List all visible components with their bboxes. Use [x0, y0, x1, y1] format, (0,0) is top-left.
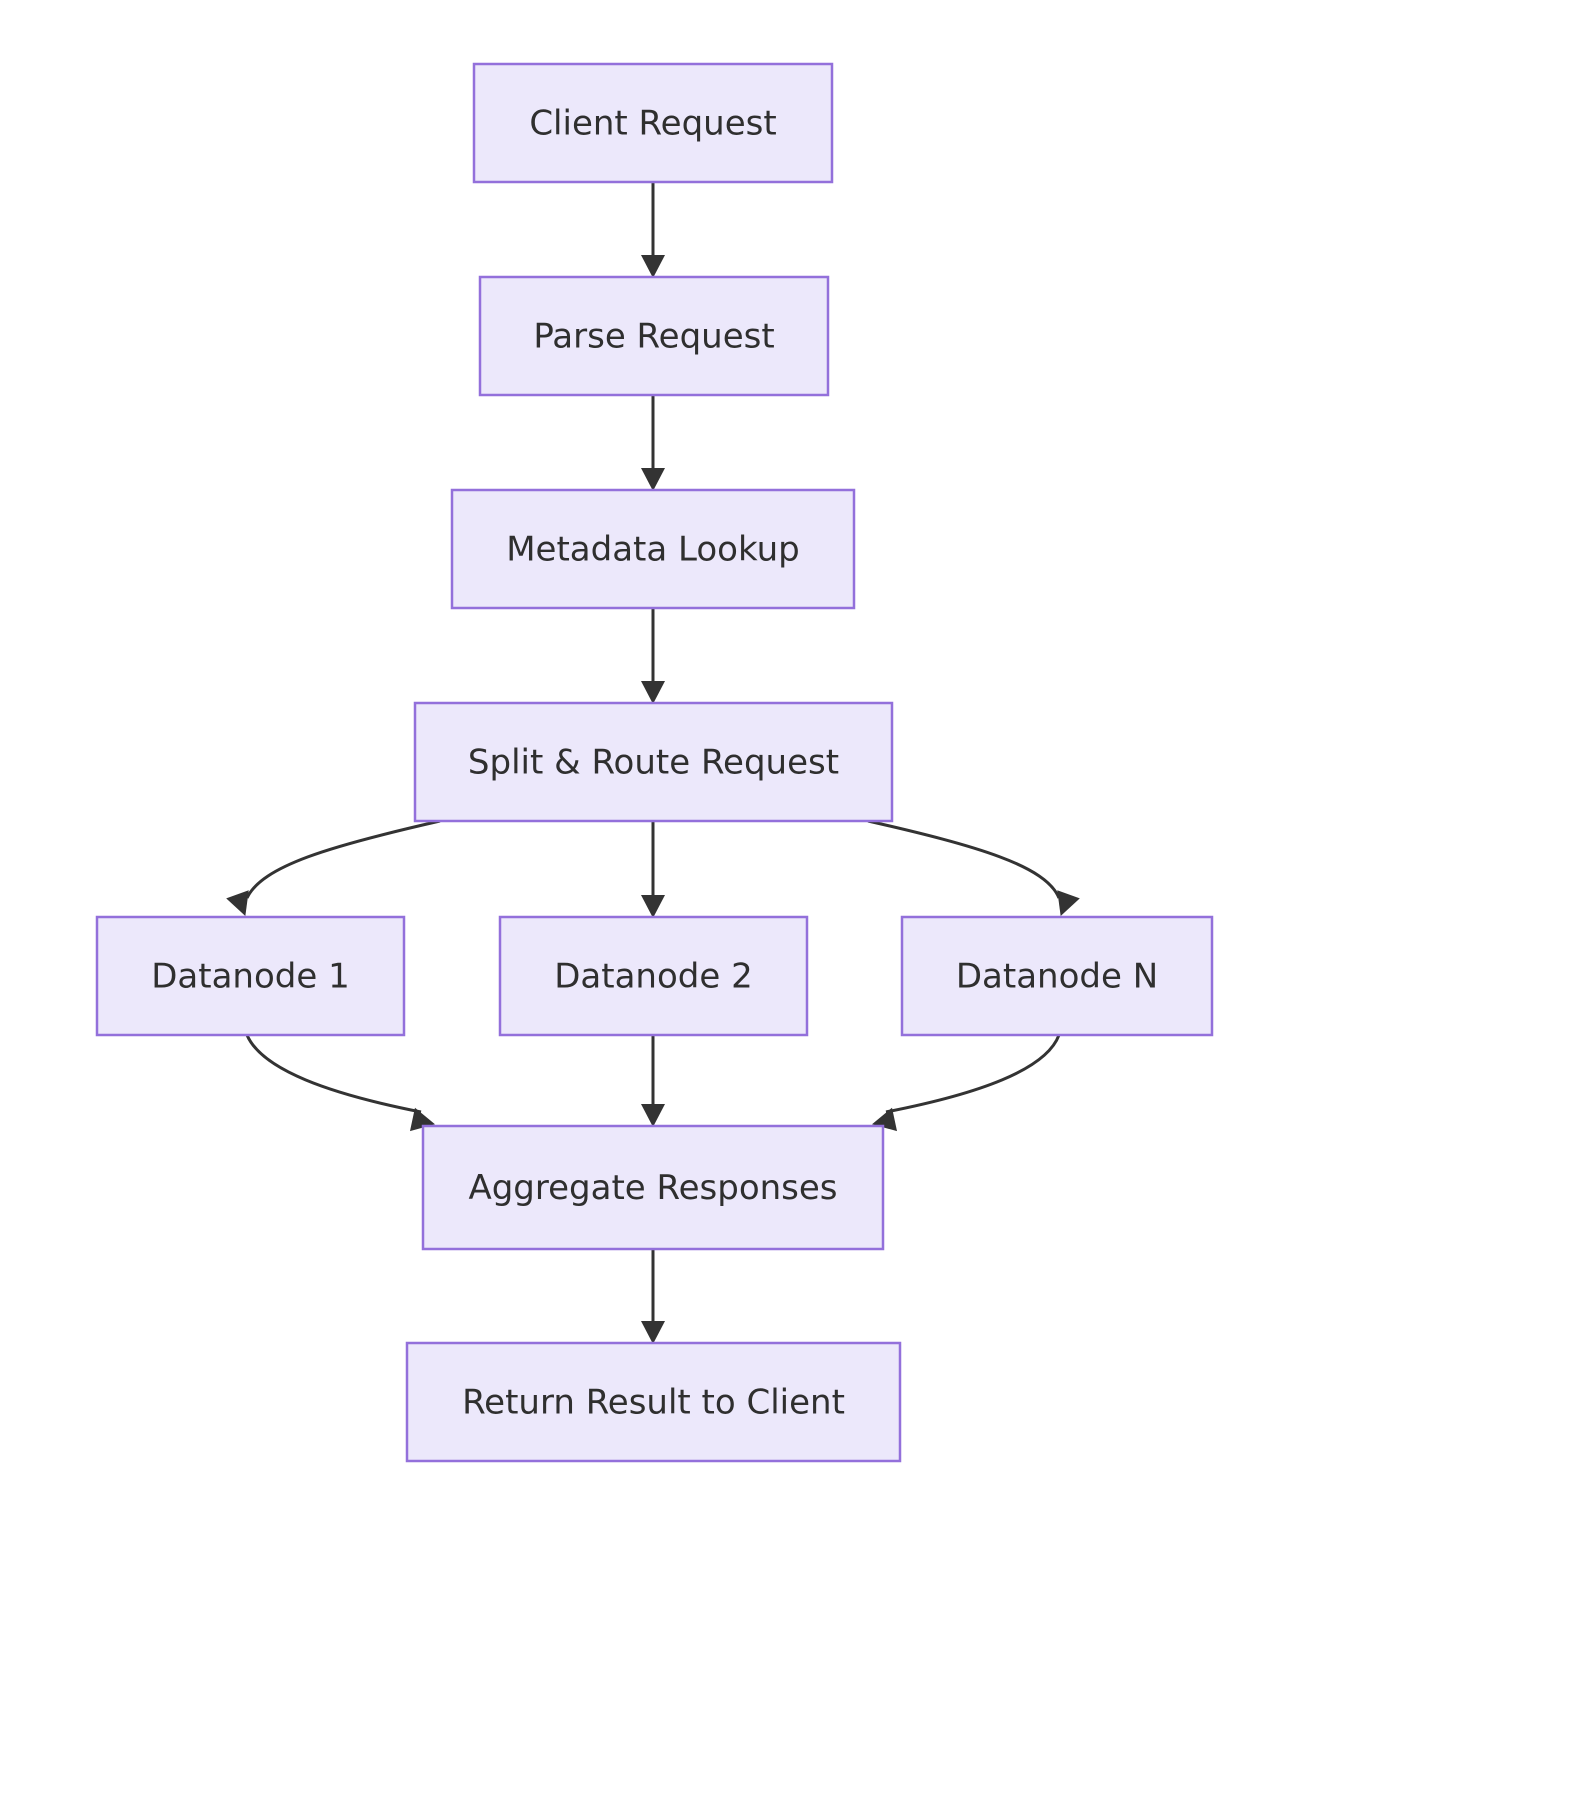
node-label-metadata_lookup: Metadata Lookup: [506, 530, 800, 570]
node-box-parse_request: [478, 275, 830, 397]
node-label-client_request: Client Request: [529, 104, 776, 144]
arrowhead-e10: [641, 1321, 665, 1344]
node-return_result[interactable]: Return Result to Client: [405, 1341, 902, 1463]
node-box-datanode_n: [900, 915, 1214, 1037]
arrowhead-e8: [641, 1104, 665, 1127]
arrowhead-e3: [641, 681, 665, 704]
arrowhead-e4: [226, 890, 249, 916]
node-datanode_1[interactable]: Datanode 1: [95, 915, 406, 1037]
arrowhead-e6: [1057, 890, 1080, 916]
node-datanode_n[interactable]: Datanode N: [900, 915, 1214, 1037]
node-label-datanode_2: Datanode 2: [554, 957, 752, 997]
node-box-metadata_lookup: [450, 488, 856, 610]
edge-datanode_1-to-aggregate: [245, 1034, 422, 1114]
node-client_request[interactable]: Client Request: [472, 62, 834, 184]
node-label-return_result: Return Result to Client: [462, 1383, 845, 1423]
node-box-datanode_2: [498, 915, 809, 1037]
node-label-datanode_1: Datanode 1: [151, 957, 349, 997]
node-label-datanode_n: Datanode N: [956, 957, 1158, 997]
edges-layer: [245, 182, 1061, 1328]
arrowhead-e1: [641, 255, 665, 278]
edge-split_route-to-datanode_1: [245, 819, 441, 899]
node-box-split_route: [413, 701, 894, 823]
node-parse_request[interactable]: Parse Request: [478, 275, 830, 397]
node-label-parse_request: Parse Request: [533, 317, 774, 357]
arrowhead-e2: [641, 468, 665, 491]
node-aggregate[interactable]: Aggregate Responses: [421, 1124, 885, 1251]
edge-split_route-to-datanode_n: [867, 819, 1061, 899]
arrowhead-e5: [641, 895, 665, 918]
node-split_route[interactable]: Split & Route Request: [413, 701, 894, 823]
node-box-client_request: [472, 62, 834, 184]
node-label-split_route: Split & Route Request: [468, 743, 839, 783]
edge-datanode_n-to-aggregate: [885, 1034, 1061, 1114]
node-metadata_lookup[interactable]: Metadata Lookup: [450, 488, 856, 610]
node-datanode_2[interactable]: Datanode 2: [498, 915, 809, 1037]
node-box-return_result: [405, 1341, 902, 1463]
node-label-aggregate: Aggregate Responses: [468, 1168, 837, 1208]
node-box-datanode_1: [95, 915, 406, 1037]
arrowheads-layer: [226, 255, 1080, 1344]
node-box-aggregate: [421, 1124, 885, 1251]
